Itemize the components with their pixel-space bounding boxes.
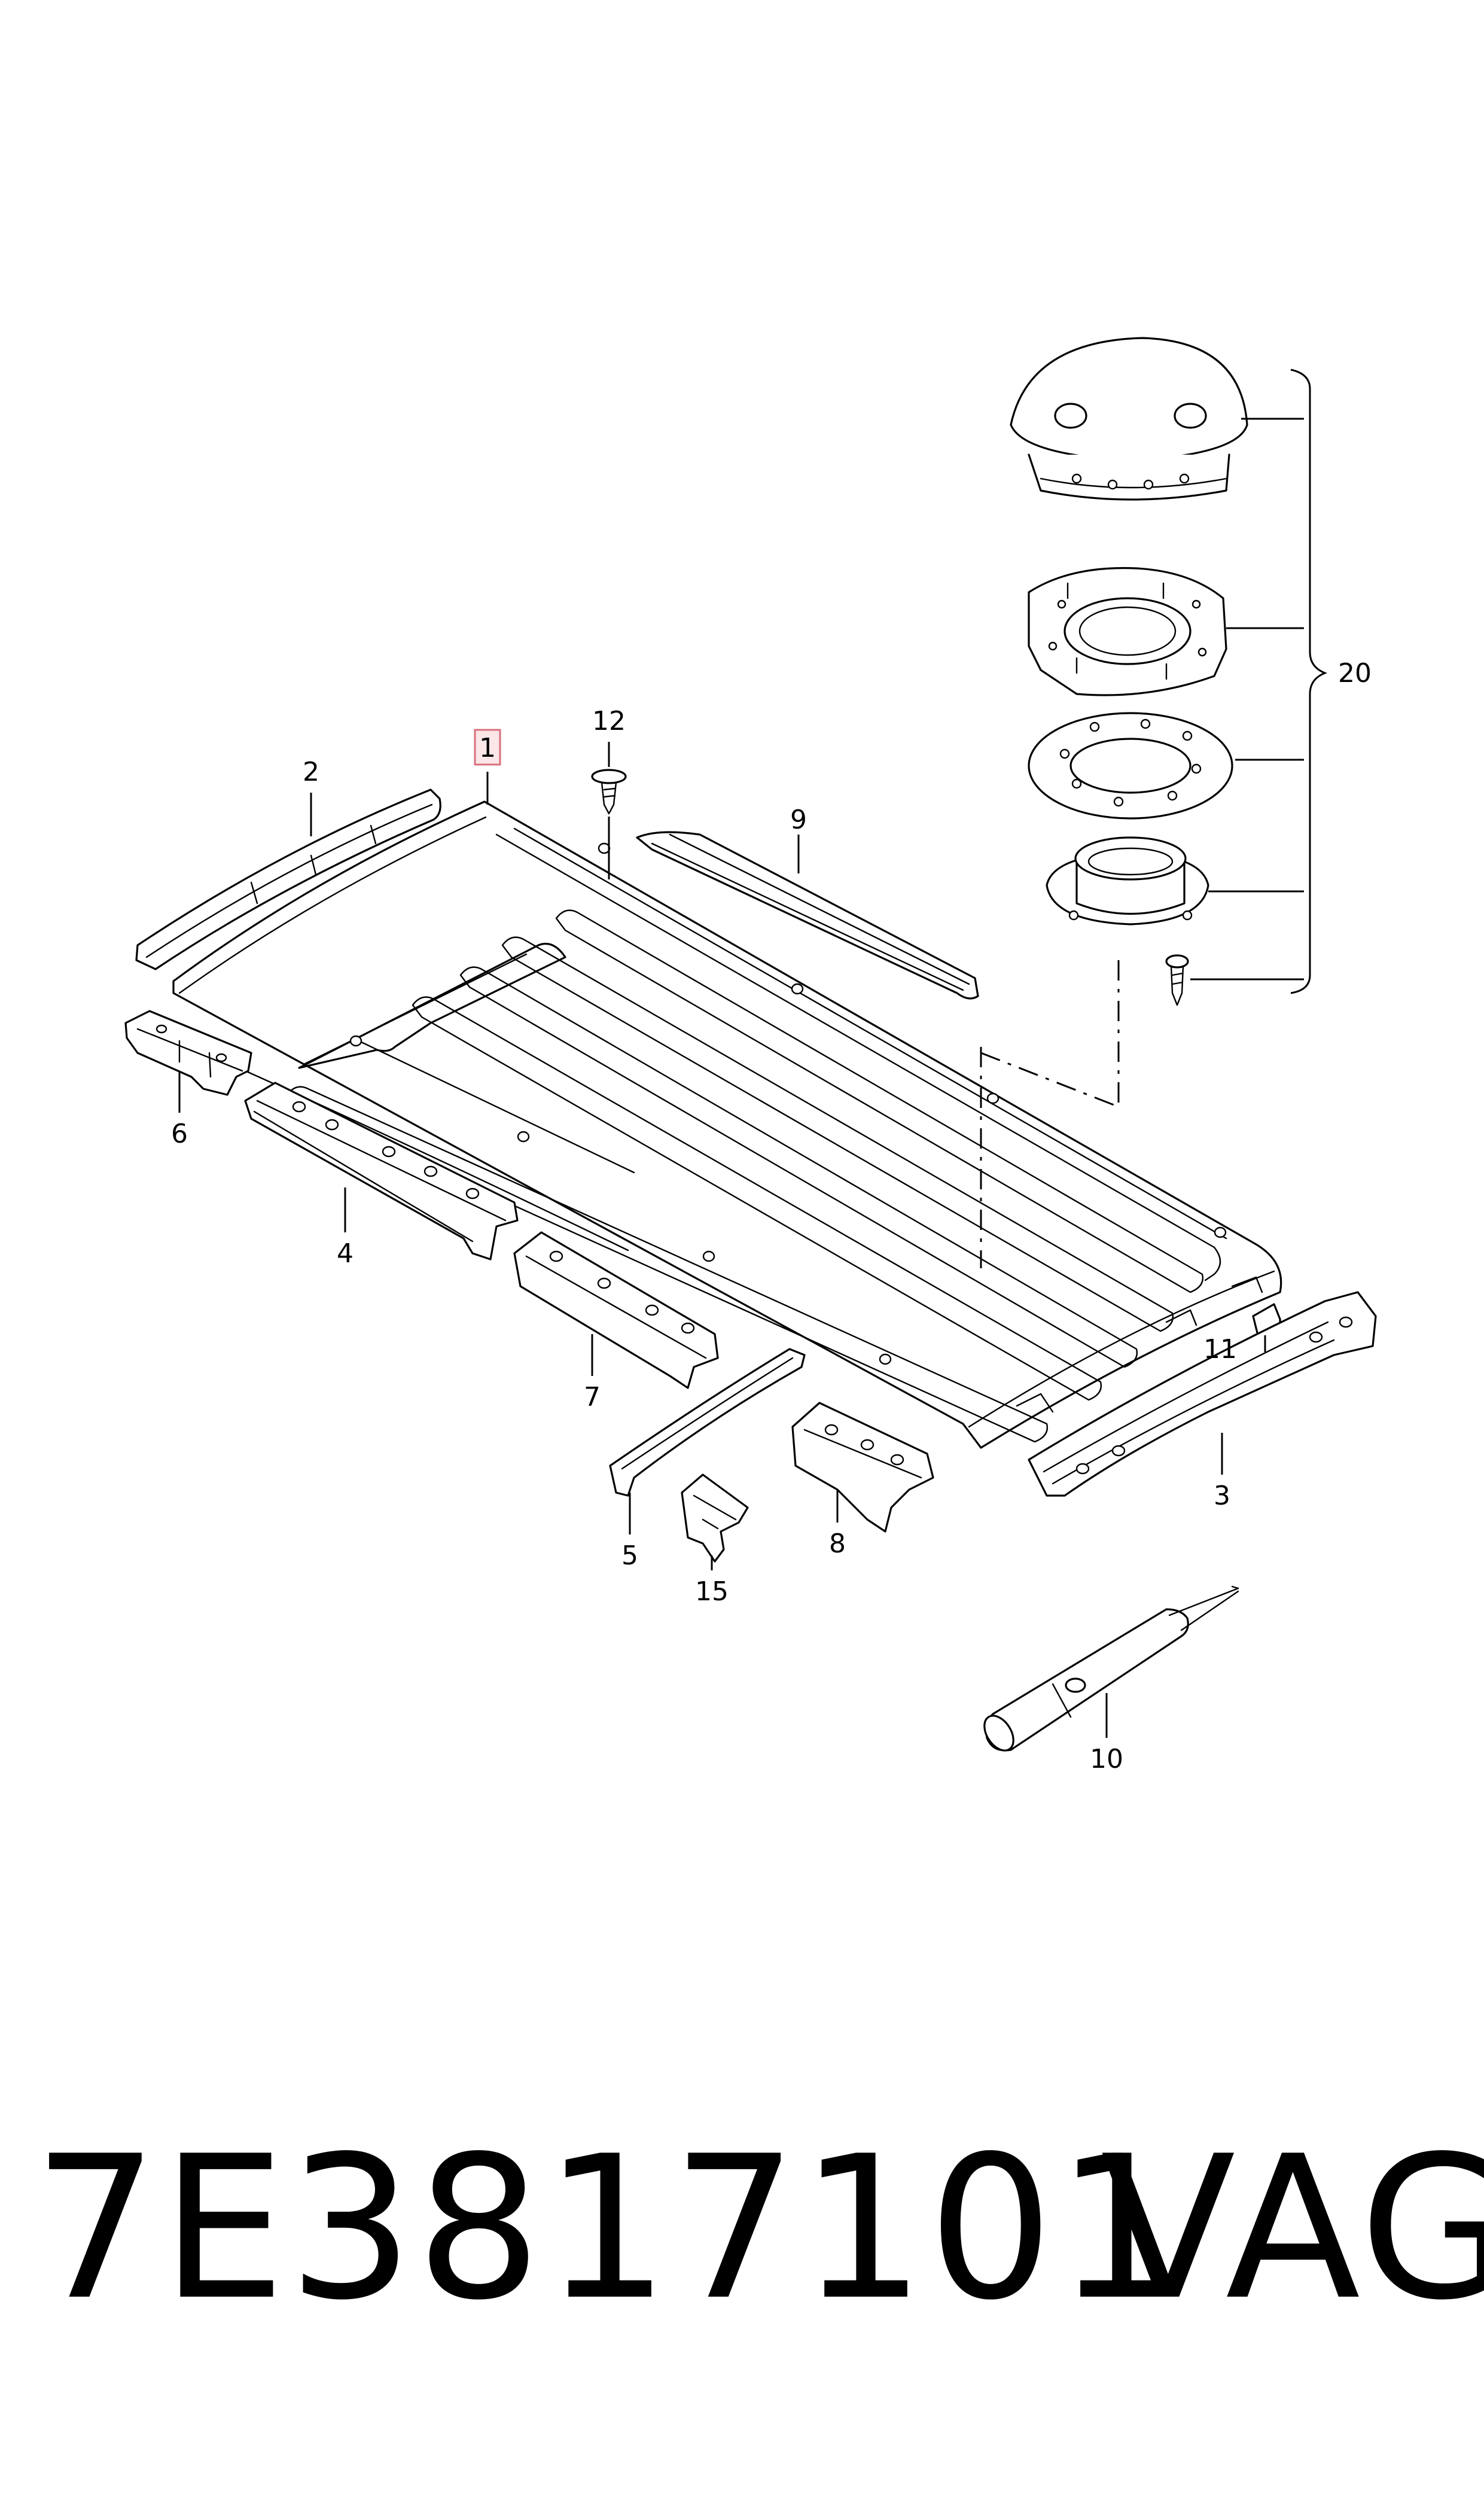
roof-vent-gasket[interactable] [1028,712,1233,820]
callout-4[interactable]: 4 [337,1238,354,1269]
part-number: 7E3817101 [33,2114,1184,2343]
assembly-bracket-20 [1290,369,1328,994]
sealant-gun-10[interactable] [979,1585,1239,1756]
roof-vent-screw[interactable] [1165,954,1189,1006]
callout-8[interactable]: 8 [829,1529,846,1559]
roof-panel[interactable] [172,800,1282,1449]
roof-vent-cap[interactable] [1010,337,1248,501]
callout-3[interactable]: 3 [1214,1481,1230,1511]
brand-name: VAG [1101,2114,1484,2343]
bracket[interactable] [681,1473,749,1563]
callout-1-highlight [474,729,501,766]
callout-6[interactable]: 6 [171,1119,188,1149]
mid-roof-bow[interactable] [609,1348,806,1497]
roof-vent-mounting-plate[interactable] [1028,567,1227,696]
callout-10[interactable]: 10 [1090,1744,1123,1774]
left-roof-side-member[interactable] [244,1082,519,1260]
screw-12[interactable] [591,769,627,815]
rear-side-rail[interactable] [636,831,979,1000]
callout-5[interactable]: 5 [621,1540,638,1571]
callout-12[interactable]: 12 [592,706,626,736]
callout-9[interactable]: 9 [790,805,807,835]
callout-1[interactable]: 1 [479,733,496,763]
callout-15[interactable]: 15 [695,1576,729,1607]
front-roof-bow[interactable] [135,788,441,970]
callout-7[interactable]: 7 [584,1382,601,1412]
roof-ribs [244,909,1203,1443]
assembly-line-vent-to-roof [980,1052,1119,1108]
callout-20[interactable]: 20 [1338,658,1372,689]
leader-20-lines [1190,418,1304,981]
callout-11[interactable]: 11 [1203,1334,1237,1365]
rear-cross-member[interactable] [1028,1291,1377,1497]
rear-corner-member[interactable] [791,1402,934,1533]
front-cross-member-left[interactable] [124,1010,252,1096]
leader-lines [178,742,1266,1738]
callout-2[interactable]: 2 [303,757,319,787]
roof-vent-flange-ring[interactable] [1046,836,1209,925]
center-roof-side-member[interactable] [513,1231,719,1389]
